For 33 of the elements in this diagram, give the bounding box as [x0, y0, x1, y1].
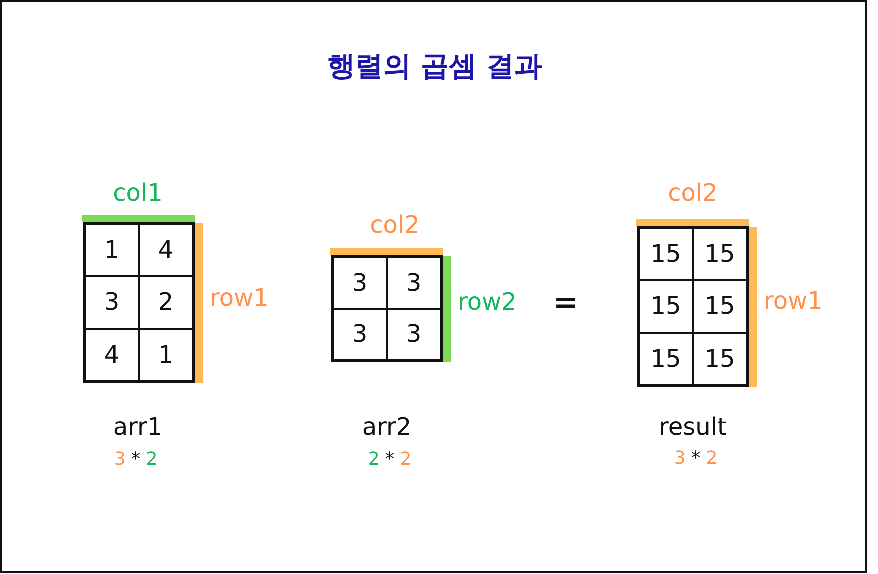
matrix-table	[331, 255, 443, 362]
matrix-cell: 4	[140, 225, 192, 276]
matrix-cell: 3	[388, 310, 440, 359]
matrix-cell: 2	[140, 277, 192, 328]
matrix-cell: 3	[86, 277, 138, 328]
matrix-name: result	[659, 414, 727, 440]
matrix-cell: 15	[640, 281, 692, 332]
matrix-cell: 15	[640, 334, 692, 384]
column-label: col2	[668, 180, 718, 206]
matrix-cell: 3	[334, 258, 386, 308]
matrix-name: arr1	[113, 414, 163, 440]
column-label: col1	[113, 180, 163, 206]
matrix-cell: 4	[86, 330, 138, 380]
matrix-table	[83, 222, 195, 383]
dimension-label: 3 * 2	[114, 450, 158, 470]
column-label: col2	[370, 212, 420, 238]
matrix-cell: 1	[140, 330, 192, 380]
matrix-cell: 15	[640, 229, 692, 280]
dimension-label: 2 * 2	[368, 450, 412, 470]
row-label: row1	[210, 284, 269, 312]
equals-sign: =	[553, 286, 579, 320]
matrix-cell: 15	[694, 281, 746, 332]
matrix-table	[637, 226, 749, 387]
matrix-cell: 15	[694, 229, 746, 280]
matrix-name: arr2	[362, 414, 412, 440]
matrix-cell: 3	[334, 310, 386, 359]
dimension-label: 3 * 2	[674, 449, 718, 469]
title: 행렬의 곱셈 결과	[327, 52, 543, 82]
matrix-cell: 1	[86, 225, 138, 276]
row-label: row1	[764, 288, 823, 314]
row-label: row2	[458, 288, 517, 316]
matrix-cell: 3	[388, 258, 440, 308]
matrix-cell: 15	[694, 334, 746, 384]
